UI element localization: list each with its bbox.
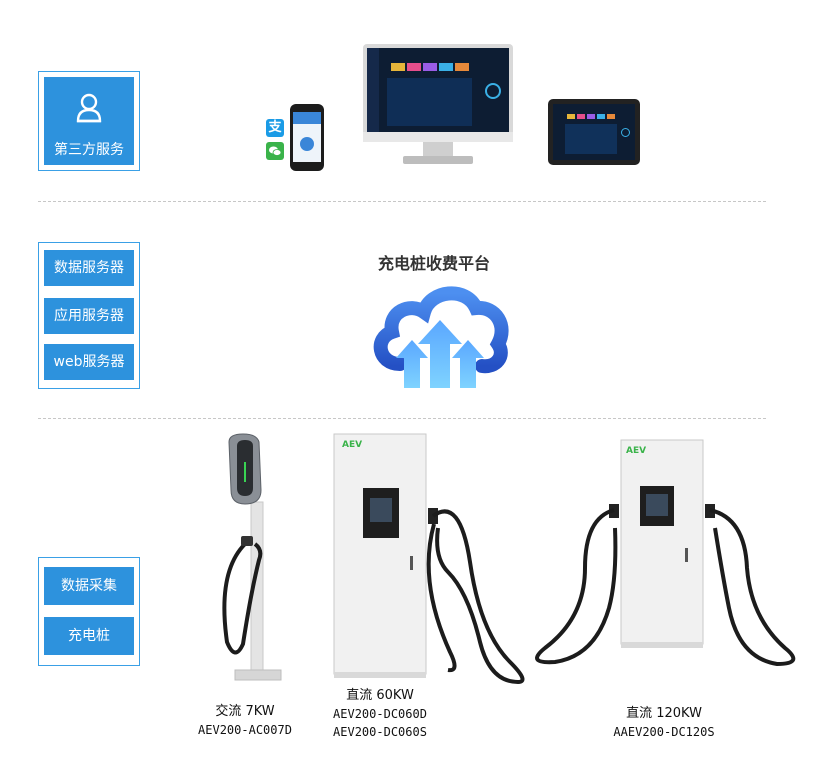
desktop-monitor [363, 44, 513, 168]
data-collection-box: 数据采集 [44, 567, 134, 605]
dc120-charger-model: AAEV200-DC120S [613, 725, 715, 739]
brand-logo-120kw: AEV [626, 446, 647, 456]
device-frame: 数据采集 充电桩 [38, 557, 140, 666]
brand-logo-60kw: AEV [342, 440, 363, 450]
dc60-charger-caption: 直流 60KW AEV200-DC060D AEV200-DC060S [320, 684, 440, 739]
ac-charger-power: 交流 7KW [215, 704, 275, 719]
server-frame: 数据服务器 应用服务器 web服务器 [38, 242, 140, 389]
web-server-box: web服务器 [44, 344, 134, 380]
divider-bottom [38, 418, 766, 419]
ac-charger-model: AEV200-AC007D [198, 723, 292, 737]
charger-box: 充电桩 [44, 617, 134, 655]
platform-title: 充电桩收费平台 [378, 254, 491, 273]
divider-top [38, 201, 766, 202]
wechat-icon [266, 142, 284, 160]
dc60-charger-model-d: AEV200-DC060D [333, 707, 427, 721]
dc-charger-60kw [333, 433, 525, 685]
cloud-upload-icon [373, 286, 509, 388]
smartphone-device [290, 104, 324, 171]
dc60-charger-model-s: AEV200-DC060S [333, 725, 427, 739]
dc120-charger-power: 直流 120KW [626, 706, 702, 721]
app-server-box: 应用服务器 [44, 298, 134, 334]
tablet-screen [553, 104, 635, 160]
third-party-box: 第三方服务 [44, 77, 134, 165]
ac-charger-caption: 交流 7KW AEV200-AC007D [190, 700, 300, 737]
dc120-charger-caption: 直流 120KW AAEV200-DC120S [604, 702, 724, 739]
phone-screen [293, 112, 321, 162]
user-icon [76, 93, 102, 123]
monitor-screen [367, 48, 509, 132]
dc-charger-120kw [535, 439, 796, 667]
ac-charger-7kw [222, 433, 282, 681]
data-server-box: 数据服务器 [44, 250, 134, 286]
tablet-device [548, 99, 640, 165]
alipay-icon: 支 [266, 119, 284, 137]
third-party-frame: 第三方服务 [38, 71, 140, 171]
third-party-label: 第三方服务 [54, 142, 124, 158]
dc60-charger-power: 直流 60KW [346, 688, 414, 703]
